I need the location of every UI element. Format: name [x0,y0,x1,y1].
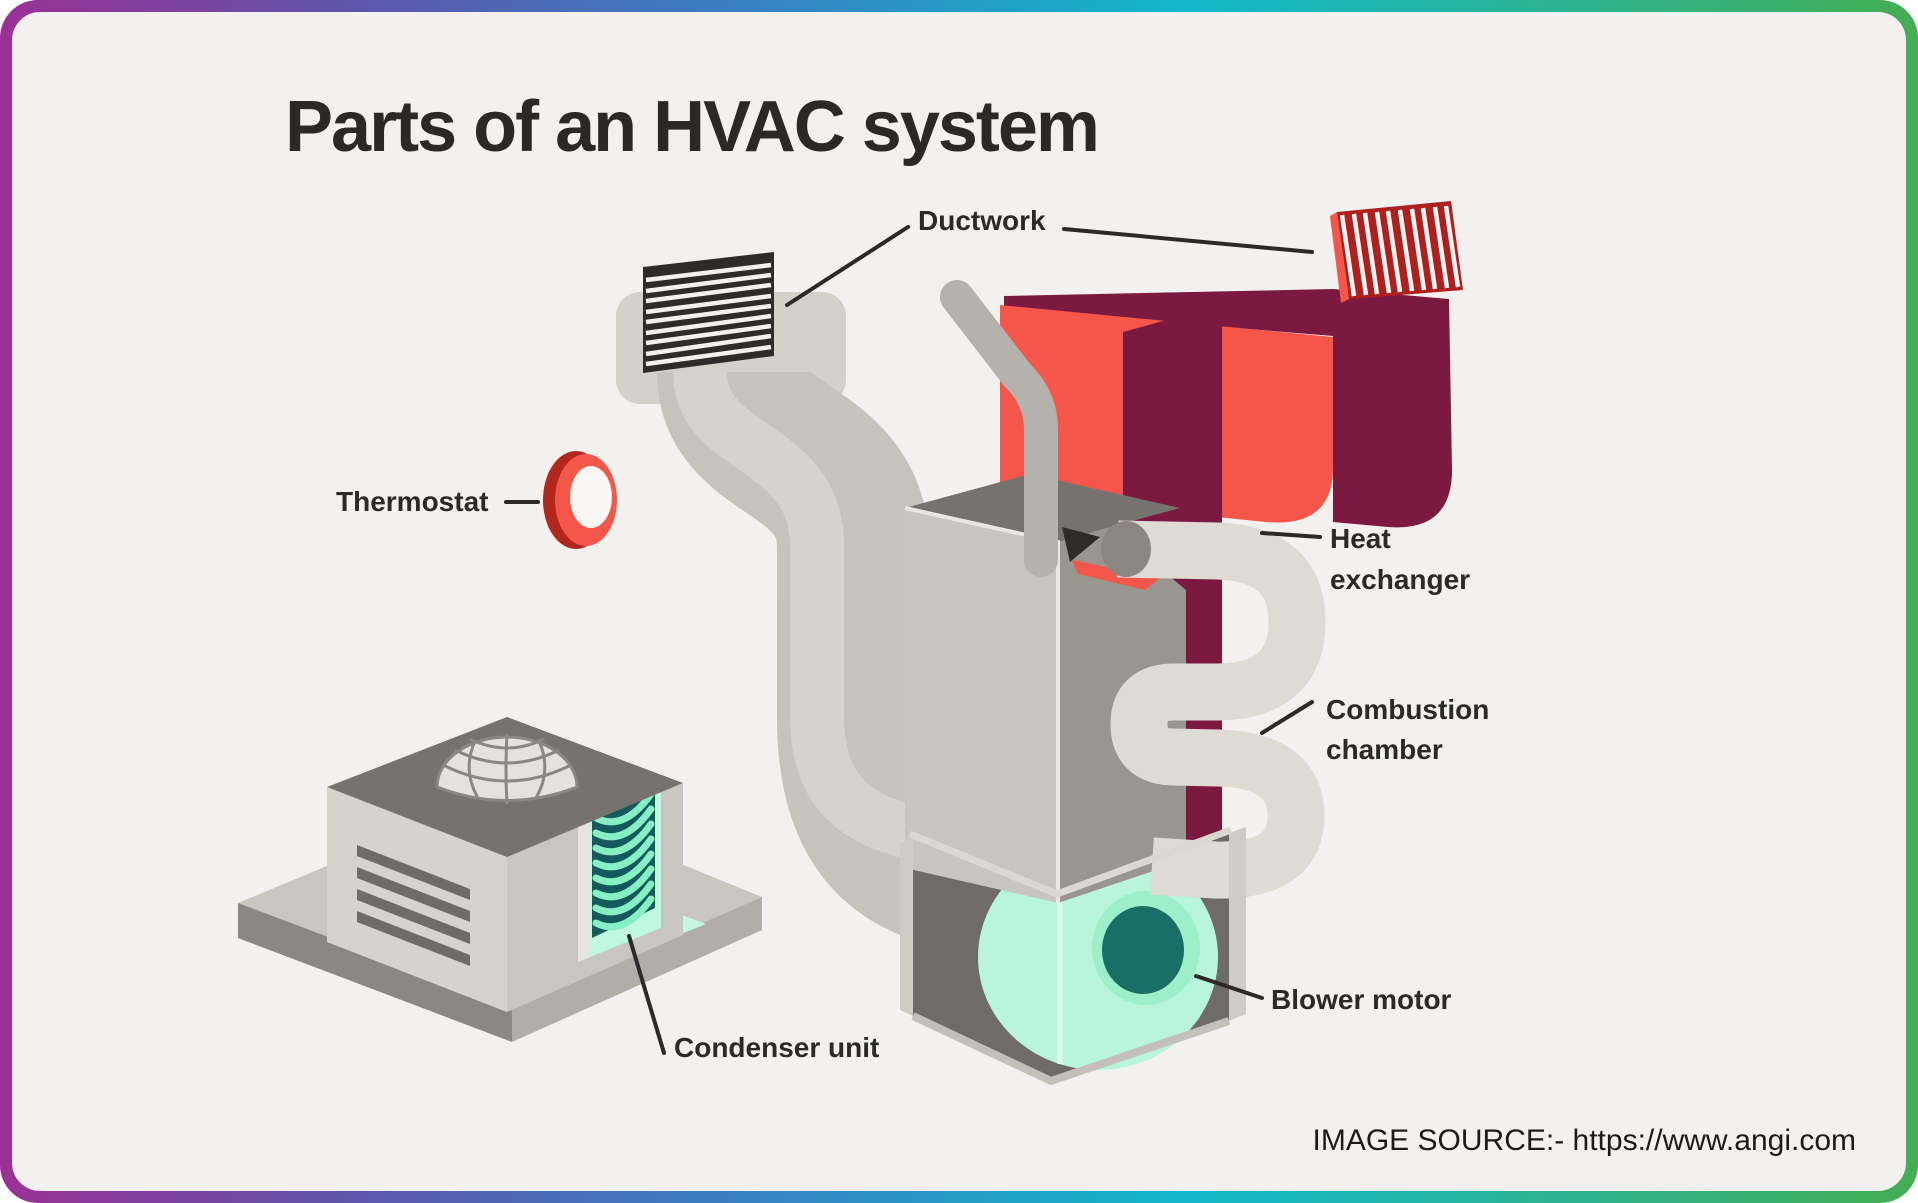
thermostat-illustration [543,451,617,549]
label-heat-exchanger: Heat exchanger [1330,518,1470,600]
label-blower-motor: Blower motor [1271,984,1452,1015]
diagram-stage: Parts of an HVAC system Ductwork Thermos… [12,12,1906,1191]
label-thermostat: Thermostat [336,486,489,517]
heat-exchanger-leader [1260,531,1322,539]
page-title: Parts of an HVAC system [285,87,1100,167]
blower-leader [1194,974,1264,1000]
blower-motor-illustration [978,844,1218,1070]
ductwork-leader-right [1062,227,1314,254]
flue-pipe-illustration [940,280,1058,577]
infographic-canvas: Parts of an HVAC system Ductwork Thermos… [12,12,1906,1191]
blower-cabinet-illustration [913,833,1229,1081]
air-register-dark [643,252,774,373]
label-combustion-chamber-line2: chamber [1326,734,1443,765]
label-combustion-chamber-line1: Combustion [1326,694,1490,725]
image-source-note: IMAGE SOURCE:- https://www.angi.com [1312,1124,1856,1157]
condenser-fan-dome [435,733,579,805]
air-register-red [1330,201,1463,303]
combustion-leader [1260,700,1314,735]
ductwork-leader-left [785,225,910,307]
label-condenser-unit: Condenser unit [674,1032,880,1063]
label-ductwork: Ductwork [918,205,1046,236]
leader-lines [504,225,1322,1055]
label-heat-exchanger-line1: Heat [1330,523,1391,554]
heat-exchanger-illustration [1101,520,1326,899]
condenser-unit-illustration [238,717,762,1042]
condenser-louvers [357,845,470,966]
label-combustion-chamber: Combustion chamber [1326,690,1489,770]
condenser-leader [627,934,666,1055]
blower-cabinet-rims [900,826,1246,1086]
hvac-illustration [238,201,1463,1086]
condenser-coil [592,779,655,938]
label-heat-exchanger-line2: exchanger [1330,564,1471,595]
